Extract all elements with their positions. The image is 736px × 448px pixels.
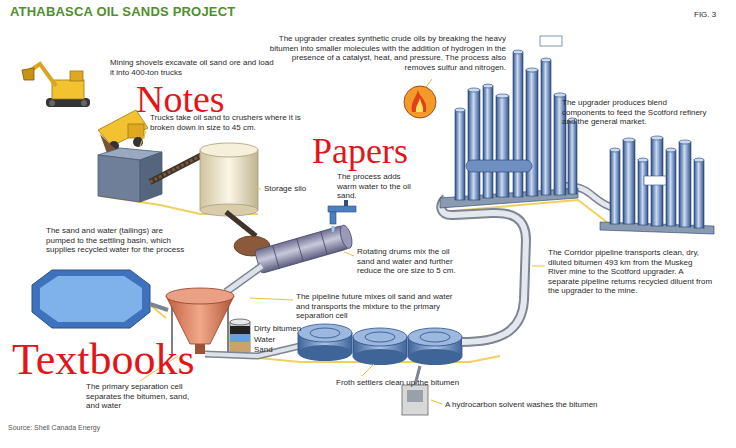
watermark: Papers [312, 133, 408, 169]
annotation-text: The upgrader produces blend components t… [562, 98, 712, 127]
rotating-drum [254, 224, 354, 274]
annotation-text: A hydrocarbon solvent washes the bitumen [445, 400, 615, 410]
annotation-text: The upgrader creates synthetic crude oil… [264, 34, 506, 72]
tailings-pipe [150, 304, 168, 310]
refinery [600, 136, 714, 234]
storage-silo [200, 143, 258, 216]
diagram-title: ATHABASCA OIL SANDS PROJECT [10, 4, 235, 19]
froth-settlers [298, 324, 462, 365]
crusher [98, 148, 162, 202]
bitumen-pipe [205, 346, 300, 356]
sample-can [230, 319, 250, 352]
annotation-text: The sand and water (tailings) are pumped… [46, 226, 186, 255]
part-label: Dirty bitumen [254, 324, 301, 334]
part-label: Water [254, 335, 275, 345]
annotation-text: The pipeline future mixes oil sand and w… [296, 292, 461, 321]
part-label: Storage silo [264, 184, 306, 194]
part-label: Sand [254, 345, 273, 355]
leader-lines [140, 79, 545, 404]
watermark: Notes [136, 80, 225, 118]
annotation-text: Rotating drums mix the oil sand and wate… [357, 247, 467, 276]
solvent-unit [402, 366, 428, 415]
watermark: Textbooks [12, 338, 195, 382]
annotation-text: The Corridor pipeline transports clean, … [548, 248, 713, 296]
figure-number: FIG. 3 [694, 10, 716, 20]
source-note: Source: Shell Canada Energy [8, 424, 100, 432]
conveyor [226, 212, 256, 236]
annotation-text: Mining shovels excavate oil sand ore and… [110, 58, 275, 77]
conveyor [150, 152, 208, 182]
annotation-text: The primary separation cell separates th… [86, 382, 204, 411]
slurry-pipe [226, 266, 262, 292]
upgrader-reactor [404, 86, 436, 118]
water-tap [328, 200, 356, 232]
annotation-text: The process adds warm water to the oil s… [337, 172, 417, 201]
settling-basin [32, 270, 150, 328]
mining-shovel [22, 64, 90, 107]
annotation-text: Froth settlers clean up the bitumen [336, 378, 466, 388]
